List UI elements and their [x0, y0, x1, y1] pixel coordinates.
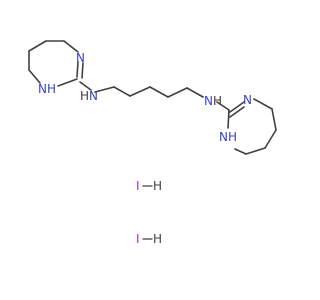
bond [63, 40, 79, 53]
right-diazepine-ring [227, 98, 277, 155]
molecule-svg: N NH H N N H N NH I H I H [28, 40, 277, 246]
hydroiodide-salt-1: I H [136, 179, 162, 193]
bond [186, 87, 204, 98]
bond [79, 81, 92, 91]
hydrogen-atom: H [153, 232, 162, 246]
bond [28, 69, 41, 84]
hydrogen-atom: H [153, 179, 162, 193]
hexyl-chain [94, 86, 204, 98]
bond [229, 106, 245, 118]
bond [264, 129, 277, 149]
ring-nh-right: NH [219, 130, 237, 144]
imine-nitrogen-right: N [243, 93, 252, 107]
bond [167, 87, 188, 98]
bond [253, 98, 273, 110]
iodine-atom: I [136, 232, 140, 246]
bond [129, 86, 151, 97]
iodine-atom: I [136, 179, 140, 193]
bond [245, 147, 266, 155]
bond [76, 61, 79, 78]
bond [113, 86, 131, 97]
bond [229, 101, 245, 113]
bond [81, 62, 84, 79]
amine-nitrogen-left: N [89, 89, 98, 103]
imine-nitrogen-left: N [76, 51, 85, 65]
amine-nitrogen-right: N [204, 94, 213, 108]
ring-nh-left: NH [38, 82, 56, 96]
left-diazepine-ring [28, 40, 84, 87]
bond [216, 101, 230, 111]
bond [57, 78, 78, 87]
structure-diagram: N NH H N N H N NH I H I H [28, 40, 277, 246]
hydroiodide-salt-2: I H [136, 232, 162, 246]
bond [149, 86, 169, 98]
amine-hydrogen-left: H [80, 89, 89, 103]
bond [94, 86, 115, 93]
bond [234, 148, 247, 155]
bond [28, 40, 47, 52]
amine-hydrogen-right: H [213, 94, 222, 108]
bond [227, 109, 230, 129]
bond [271, 108, 277, 131]
